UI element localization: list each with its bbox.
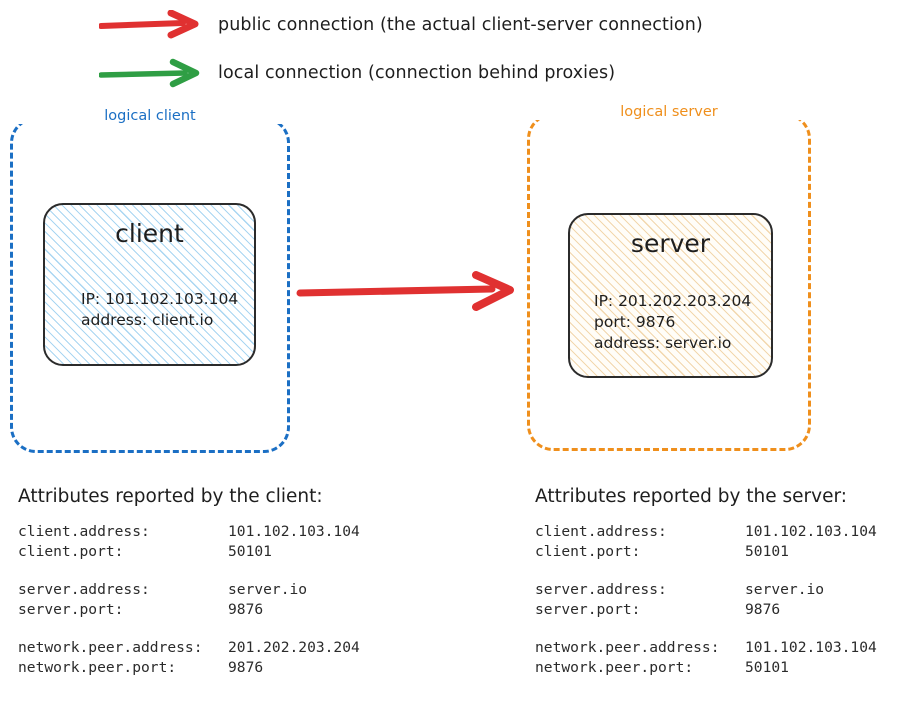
- legend-label-public-connection: public connection (the actual client-ser…: [218, 15, 703, 35]
- client-attributes-panel: Attributes reported by the client: clien…: [18, 486, 360, 677]
- attr-key: client.address:: [535, 523, 667, 540]
- table-row: server.address: server.io: [18, 580, 360, 600]
- server-attributes-heading: Attributes reported by the server:: [535, 486, 847, 507]
- attr-key: server.port:: [535, 600, 641, 618]
- table-row: client.port: 50101: [18, 542, 360, 562]
- table-row: network.peer.port: 50101: [535, 658, 877, 678]
- server-node-details: IP: 201.202.203.204 port: 9876 address: …: [570, 291, 771, 354]
- client-node-detail-address: address: client.io: [81, 311, 214, 329]
- server-node-detail-address: address: server.io: [594, 334, 732, 352]
- attr-key: network.peer.port:: [18, 658, 177, 676]
- table-row-spacer: [535, 619, 877, 638]
- logical-server-label: logical server: [530, 104, 808, 120]
- legend-label-local-connection: local connection (connection behind prox…: [218, 63, 616, 83]
- table-row: client.address: 101.102.103.104: [535, 522, 877, 542]
- table-row-spacer: [535, 561, 877, 580]
- attr-key: client.port:: [535, 542, 641, 560]
- attr-key: network.peer.address:: [18, 639, 203, 656]
- attr-value: 50101: [745, 542, 789, 560]
- table-row: network.peer.port: 9876: [18, 658, 360, 678]
- logical-server-container: logical server: [527, 104, 811, 451]
- table-row: client.port: 50101: [535, 542, 877, 562]
- logical-client-container: logical client: [10, 108, 290, 453]
- client-node-detail-ip: IP: 101.102.103.104: [81, 290, 239, 308]
- table-row: server.port: 9876: [18, 600, 360, 620]
- table-row: client.address: 101.102.103.104: [18, 522, 360, 542]
- attr-value: 101.102.103.104: [228, 523, 360, 540]
- client-node-card[interactable]: client IP: 101.102.103.104 address: clie…: [43, 203, 256, 366]
- attr-key: client.port:: [18, 542, 124, 560]
- client-node-details: IP: 101.102.103.104 address: client.io: [45, 289, 254, 331]
- attr-value: 50101: [745, 658, 789, 676]
- server-node-detail-port: port: 9876: [594, 313, 676, 331]
- attr-key: server.address:: [18, 581, 150, 598]
- public-connection-arrow-icon: [296, 268, 521, 314]
- attr-value: server.io: [228, 581, 308, 598]
- attr-value: 101.102.103.104: [745, 639, 877, 656]
- server-node-detail-ip: IP: 201.202.203.204: [594, 292, 752, 310]
- red-arrow-icon: [98, 9, 209, 40]
- server-attributes-panel: Attributes reported by the server: clien…: [535, 486, 877, 677]
- attr-value: 9876: [745, 600, 781, 618]
- attr-value: server.io: [745, 581, 825, 598]
- client-attributes-heading: Attributes reported by the client:: [18, 486, 323, 507]
- attr-key: server.address:: [535, 581, 667, 598]
- table-row-spacer: [18, 561, 360, 580]
- table-row: network.peer.address: 101.102.103.104: [535, 638, 877, 658]
- green-arrow-icon: [98, 58, 209, 88]
- table-row-spacer: [18, 619, 360, 638]
- logical-client-label: logical client: [13, 108, 287, 124]
- attr-value: 201.202.203.204: [228, 639, 360, 656]
- client-node-title: client: [115, 219, 184, 248]
- attr-key: client.address:: [18, 523, 150, 540]
- server-node-card[interactable]: server IP: 201.202.203.204 port: 9876 ad…: [568, 213, 773, 378]
- attr-key: network.peer.address:: [535, 639, 720, 656]
- attr-value: 50101: [228, 542, 272, 560]
- attr-key: network.peer.port:: [535, 658, 694, 676]
- attr-key: server.port:: [18, 600, 124, 618]
- server-node-title: server: [630, 229, 711, 258]
- attr-value: 9876: [228, 600, 264, 618]
- table-row: server.address: server.io: [535, 580, 877, 600]
- client-attributes-table: client.address: 101.102.103.104 client.p…: [18, 522, 360, 677]
- attr-value: 101.102.103.104: [745, 523, 877, 540]
- table-row: network.peer.address: 201.202.203.204: [18, 638, 360, 658]
- server-attributes-table: client.address: 101.102.103.104 client.p…: [535, 522, 877, 677]
- attr-value: 9876: [228, 658, 264, 676]
- table-row: server.port: 9876: [535, 600, 877, 620]
